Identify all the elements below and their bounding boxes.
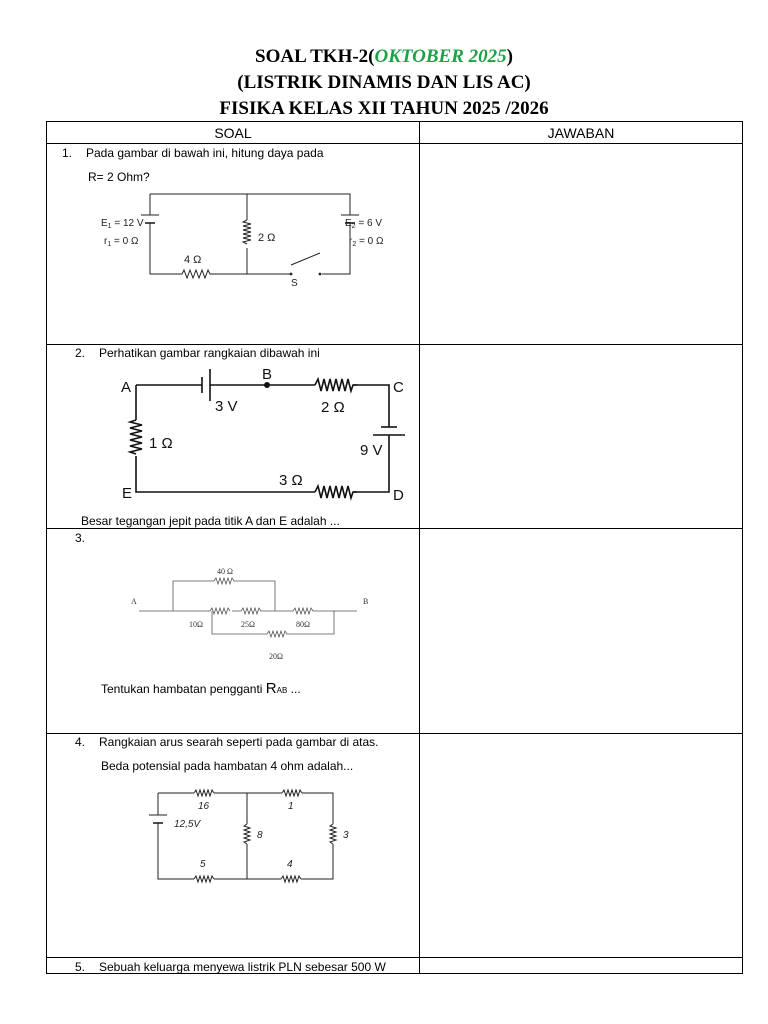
question-4-text-2: Beda potensial pada hambatan 4 ohm adala… xyxy=(101,759,354,773)
circuit-diagram-1: E1 = 12 V r1 = 0 Ω E2 = 6 V r2 = 0 Ω 2 Ω… xyxy=(101,193,384,289)
question-1-text-2: R= 2 Ohm? xyxy=(88,170,150,184)
circuit-diagram-2: A B C D E 3 V 2 Ω 1 Ω 9 V 3 Ω xyxy=(121,366,405,504)
node-e: E xyxy=(122,485,132,502)
label-emf-12-5v: 12,5V xyxy=(174,819,201,830)
label-resistor-16: 16 xyxy=(198,801,210,812)
label-resistor-1: 1 xyxy=(288,801,294,812)
node-c: C xyxy=(393,379,404,396)
question-2-question: Besar tegangan jepit pada titik A dan E … xyxy=(81,514,340,528)
row-divider xyxy=(47,528,742,529)
label-resistor-3ohm: 3 Ω xyxy=(279,472,303,489)
label-resistor-3: 3 xyxy=(343,830,349,841)
label-resistor-2ohm: 2 Ω xyxy=(258,232,275,244)
row-divider xyxy=(47,733,742,734)
label-resistor-8: 8 xyxy=(257,830,263,841)
row-divider xyxy=(47,143,742,144)
node-a: A xyxy=(121,379,131,396)
label-resistor-25ohm: 25Ω xyxy=(241,620,255,629)
label-r2: r2 = 0 Ω xyxy=(349,236,384,248)
column-header-jawaban: JAWABAN xyxy=(547,125,615,141)
label-resistor-40ohm: 40 Ω xyxy=(217,567,233,576)
circuit-diagram-4: 16 1 12,5V 8 3 5 4 xyxy=(149,788,349,884)
question-table: SOAL JAWABAN 1.Pada gambar di bawah ini,… xyxy=(46,121,743,974)
question-5-text: 5.Sebuah keluarga menyewa listrik PLN se… xyxy=(75,960,386,974)
question-4-text: 4.Rangkaian arus searah seperti pada gam… xyxy=(75,735,379,749)
title-line-2: (LISTRIK DINAMIS DAN LIS AC) xyxy=(237,72,531,93)
question-3-question: Tentukan hambatan pengganti RAB ... xyxy=(101,680,301,697)
node-b: B xyxy=(363,597,368,606)
label-r1: r1 = 0 Ω xyxy=(104,236,139,248)
label-resistor-1ohm: 1 Ω xyxy=(149,435,173,452)
column-divider xyxy=(419,122,420,973)
row-divider xyxy=(47,957,742,958)
label-resistor-10ohm: 10Ω xyxy=(189,620,203,629)
label-battery-9v: 9 V xyxy=(360,442,383,459)
question-3-number: 3. xyxy=(75,531,86,545)
label-e2: E2 = 6 V xyxy=(345,218,382,230)
node-d: D xyxy=(393,487,404,504)
label-e1: E1 = 12 V xyxy=(101,218,144,230)
circuit-diagram-3: A B 40 Ω 10Ω 25Ω 80Ω 20Ω xyxy=(131,567,368,661)
title-month-accent: OKTOBER 2025 xyxy=(374,46,507,67)
document-header: SOAL TKH-2(OKTOBER 2025) (LISTRIK DINAMI… xyxy=(0,44,768,122)
label-resistor-4: 4 xyxy=(287,859,293,870)
question-1-text: 1.Pada gambar di bawah ini, hitung daya … xyxy=(62,146,324,160)
title-line-3: FISIKA KELAS XII TAHUN 2025 /2026 xyxy=(219,98,549,119)
row-divider xyxy=(47,344,742,345)
label-resistor-5: 5 xyxy=(200,859,206,870)
node-b: B xyxy=(262,366,272,383)
label-resistor-4ohm: 4 Ω xyxy=(184,254,201,266)
title-line-1: SOAL TKH-2(OKTOBER 2025) xyxy=(255,46,513,67)
node-a: A xyxy=(131,597,137,606)
label-resistor-2ohm: 2 Ω xyxy=(321,399,345,416)
label-battery-3v: 3 V xyxy=(215,398,238,415)
label-switch: S xyxy=(291,278,298,289)
label-resistor-80ohm: 80Ω xyxy=(296,620,310,629)
label-resistor-20ohm: 20Ω xyxy=(269,652,283,661)
question-2-text: 2.Perhatikan gambar rangkaian dibawah in… xyxy=(75,346,320,360)
column-header-soal: SOAL xyxy=(214,125,252,141)
